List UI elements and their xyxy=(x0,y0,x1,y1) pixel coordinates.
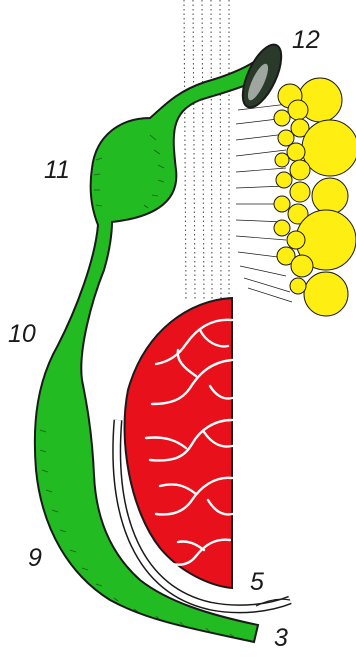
label-5: 5 xyxy=(250,568,264,596)
label-10: 10 xyxy=(8,320,36,348)
yolk-follicles xyxy=(274,78,356,316)
label-9: 9 xyxy=(28,544,42,572)
label-3: 3 xyxy=(274,624,288,652)
label-12: 12 xyxy=(292,26,320,54)
dotted-column xyxy=(184,0,229,300)
label-11: 11 xyxy=(44,156,70,184)
